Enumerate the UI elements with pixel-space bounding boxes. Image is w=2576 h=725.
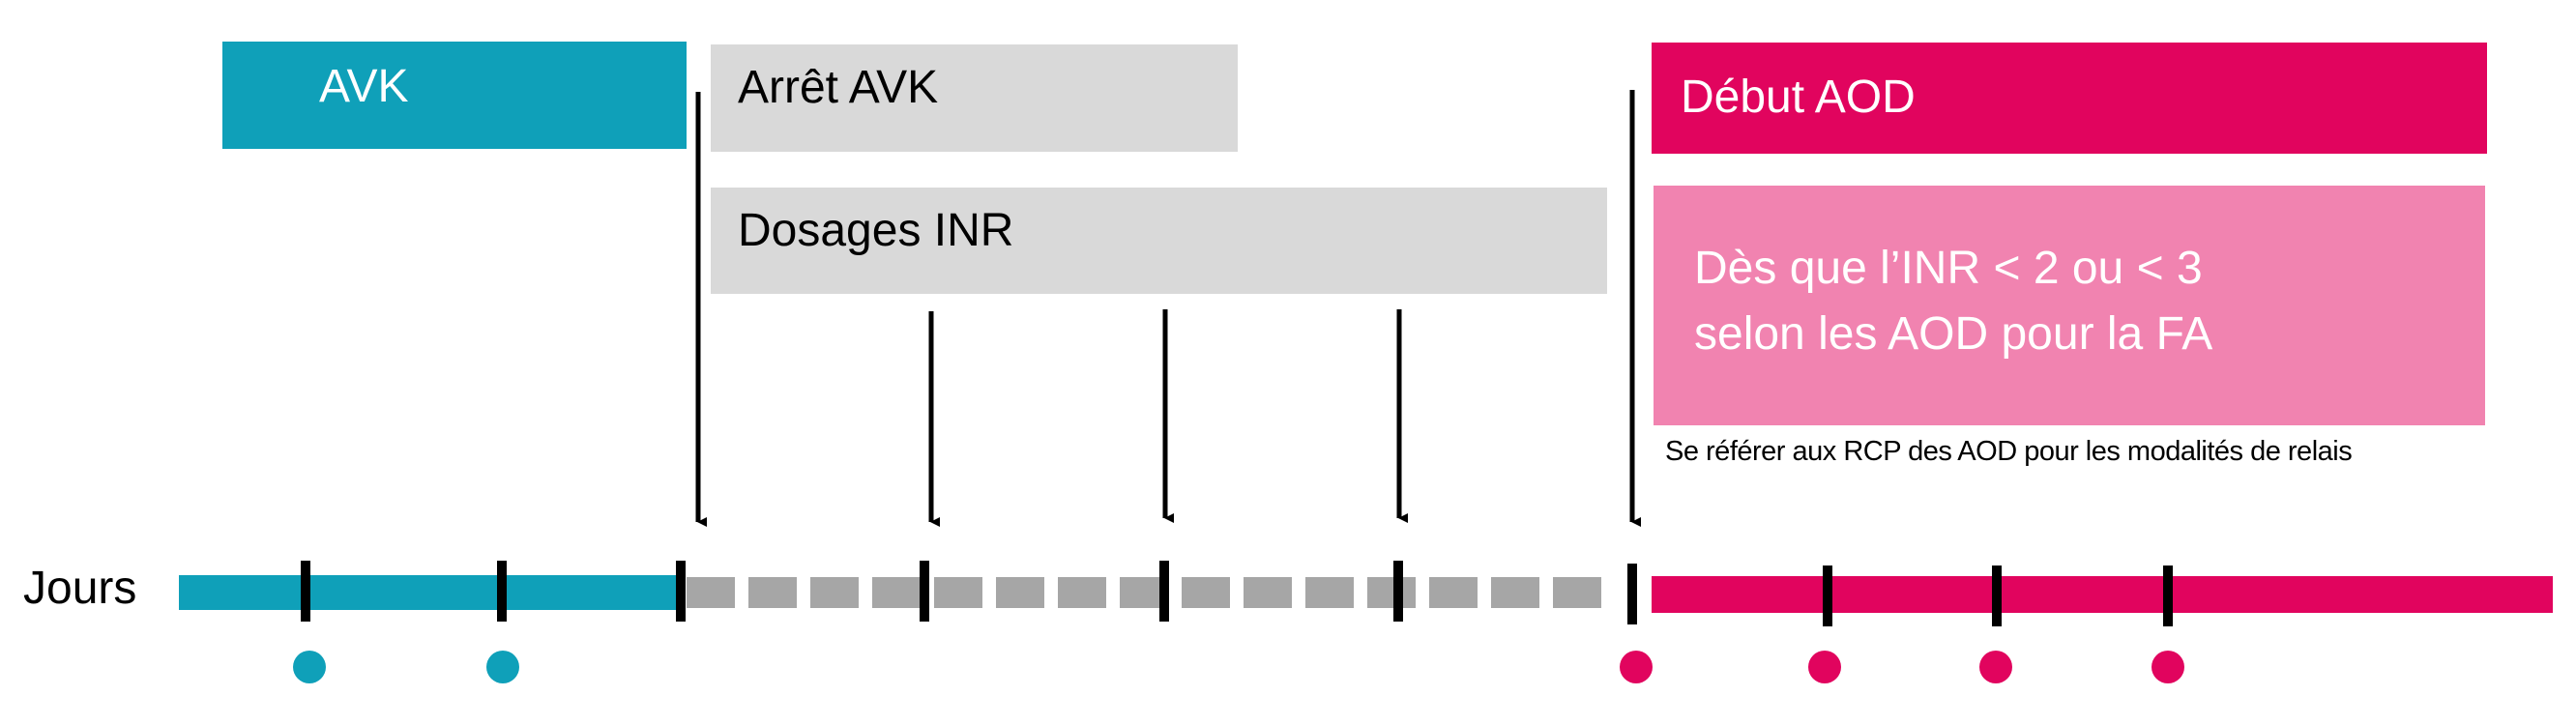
dot-pink	[1620, 651, 1653, 683]
dot-pink	[1808, 651, 1841, 683]
arret-avk-box: Arrêt AVK	[711, 44, 1238, 152]
inr-condition-box: Dès que l’INR < 2 ou < 3 selon les AOD p…	[1654, 186, 2485, 425]
rcp-note: Se référer aux RCP des AOD pour les moda…	[1665, 436, 2353, 467]
dot-teal	[293, 651, 326, 683]
arret-avk-label: Arrêt AVK	[738, 62, 939, 113]
axis-label-jours: Jours	[23, 563, 137, 614]
inr-condition-text: Dès que l’INR < 2 ou < 3 selon les AOD p…	[1694, 243, 2213, 360]
dot-pink	[1979, 651, 2012, 683]
dot-pink	[2152, 651, 2184, 683]
debut-aod-label: Début AOD	[1681, 72, 1916, 123]
debut-aod-box: Début AOD	[1652, 43, 2487, 154]
avk-label: AVK	[319, 61, 409, 112]
dot-teal	[486, 651, 519, 683]
dosages-inr-box: Dosages INR	[711, 188, 1607, 294]
dosages-inr-label: Dosages INR	[738, 205, 1014, 256]
avk-box: AVK	[222, 42, 687, 149]
